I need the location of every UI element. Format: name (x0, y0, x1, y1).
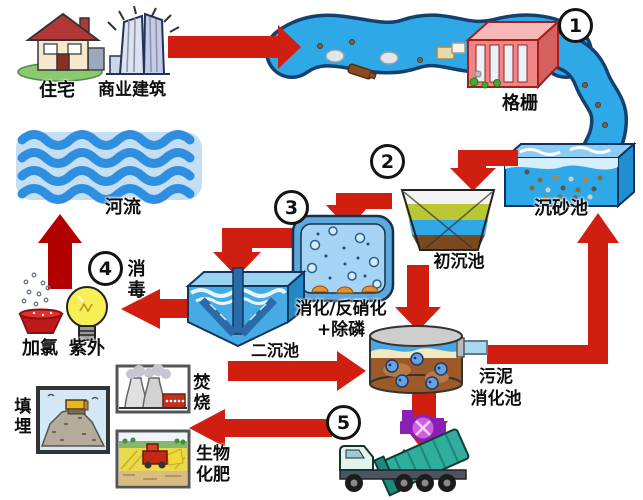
bioreactor-tank-icon (291, 214, 395, 303)
label-incineration: 焚烧 (189, 373, 210, 413)
step-5-badge: 5 (326, 405, 361, 440)
arrow-disinfection-to-river (38, 214, 82, 289)
arrow-source-to-stream (168, 25, 301, 69)
arrow-bioreactor-to-secondary (213, 228, 293, 277)
label-chlorination: 加氯 (22, 338, 58, 359)
sludge-digester-icon (369, 325, 488, 394)
step-3-badge: 3 (274, 190, 309, 225)
residence-house-icon (17, 12, 105, 82)
dump-truck-icon (339, 428, 470, 497)
label-residence: 住宅 (39, 80, 75, 101)
stream-debris-icons (317, 39, 608, 150)
uv-bulb-icon (66, 286, 108, 341)
arrow-truck-to-disposal (189, 409, 332, 447)
landfill-picture-icon (36, 386, 110, 454)
secondary-clarifier-icon (185, 267, 307, 348)
digester-microbes (385, 352, 448, 390)
biofertilizer-picture-icon (115, 429, 191, 489)
label-river: 河流 (105, 197, 141, 218)
step-2-badge: 2 (370, 144, 405, 179)
arrow-grit-to-primary (450, 150, 518, 191)
primary-clarifier-icon (400, 189, 496, 251)
label-primary-clarifier: 初沉池 (433, 252, 485, 272)
label-sludge-digester-line1: 污泥 (479, 367, 513, 387)
label-bioreactor-line1: 消化/反硝化 (295, 299, 387, 319)
grit-particles (524, 169, 603, 201)
grit-chamber-icon (502, 141, 637, 209)
label-biofertilizer: 生物 化肥 (190, 444, 236, 486)
river-icon (16, 130, 202, 204)
label-secondary-clarifier: 二沉池 (250, 341, 299, 360)
flow-arrows (38, 25, 619, 452)
step-1-badge: 1 (558, 8, 593, 43)
label-biofertilizer-line1: 生物 (196, 444, 230, 464)
arrow-primary-to-digester (395, 265, 441, 331)
step-4-badge: 4 (88, 251, 123, 286)
incineration-picture-icon (115, 364, 191, 414)
commercial-building-icon (106, 5, 180, 75)
label-grit-chamber: 沉砂池 (534, 198, 588, 219)
label-commercial-building: 商业建筑 (98, 80, 166, 100)
label-biofertilizer-line2: 化肥 (196, 465, 230, 485)
arrow-secondary-to-digester (228, 351, 366, 391)
label-bar-screen: 格栅 (502, 93, 538, 114)
label-disinfection: 消毒 (124, 259, 146, 301)
bar-screen-icon (465, 19, 561, 90)
chlorine-bowl-icon (18, 272, 64, 334)
label-sludge-digester: 污泥 消化池 (462, 366, 530, 410)
label-landfill: 填埋 (10, 397, 31, 437)
label-sludge-digester-line2: 消化池 (470, 389, 522, 409)
arrow-secondary-to-disinfection (121, 289, 192, 329)
label-bioreactor-line2: +除磷 (316, 320, 366, 340)
label-uv: 紫外 (69, 338, 105, 359)
arrow-digester-return-to-grit (487, 213, 619, 364)
